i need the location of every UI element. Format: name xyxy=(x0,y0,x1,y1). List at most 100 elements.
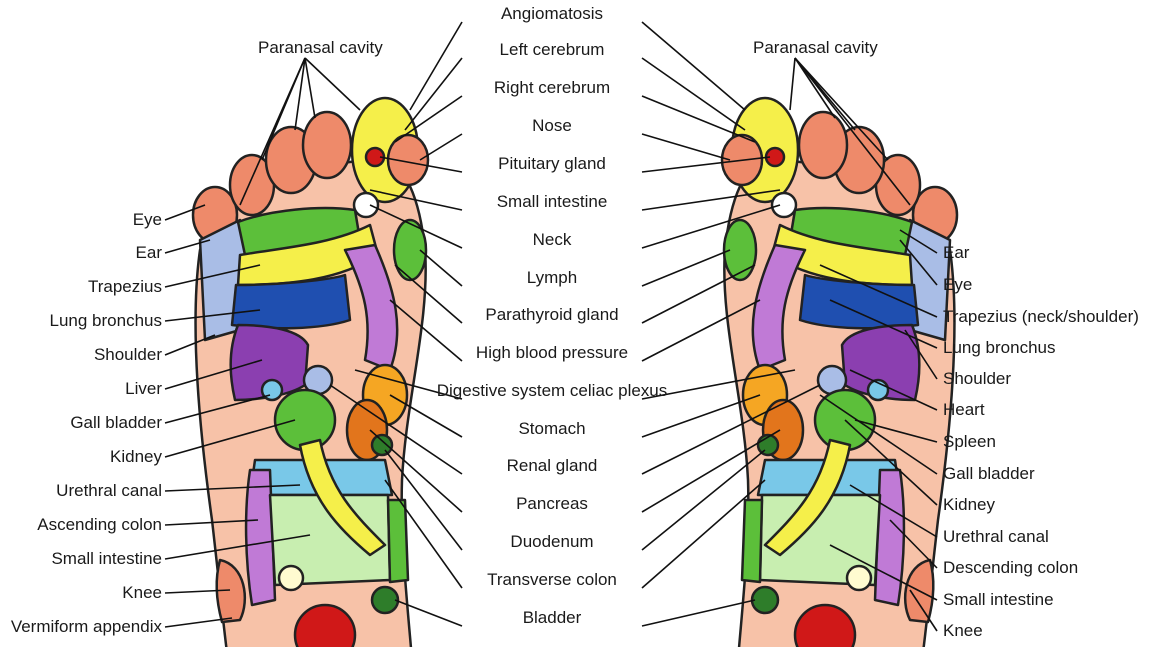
center-left-leader-0 xyxy=(409,21,463,111)
center-right-leader-6 xyxy=(641,204,781,249)
left-leader-4 xyxy=(164,334,216,356)
right-ascending-colon xyxy=(873,468,906,607)
left-foot xyxy=(191,96,430,647)
center-right-leader-13 xyxy=(641,429,781,513)
center-label-transverse-colon: Transverse colon xyxy=(487,570,617,589)
left-bladder-zone xyxy=(293,603,357,647)
left-duodenum xyxy=(370,433,394,457)
paranasal-left-line-3 xyxy=(304,57,316,119)
right-label-knee: Knee xyxy=(943,621,983,640)
right-label-kidney: Kidney xyxy=(943,495,995,514)
left-kidney-zone xyxy=(273,388,337,452)
center-label-parathyroid-gland: Parathyroid gland xyxy=(485,305,619,324)
center-right-leader-11 xyxy=(641,394,761,438)
paranasal-left-line-2 xyxy=(294,57,306,131)
right-leader-4 xyxy=(904,329,938,380)
center-label-renal-gland: Renal gland xyxy=(506,456,598,475)
right-label-urethral-canal: Urethral canal xyxy=(943,527,1049,546)
center-label-bladder: Bladder xyxy=(522,608,582,627)
center-label-high-blood-pressure: High blood pressure xyxy=(475,343,629,362)
paranasal-right-line-1 xyxy=(794,57,889,161)
right-leader-0 xyxy=(899,229,938,254)
left-leader-7 xyxy=(164,419,296,458)
center-left-leader-13 xyxy=(369,429,463,513)
center-left-leader-16 xyxy=(394,599,463,627)
right-leader-9 xyxy=(849,484,938,538)
right-leader-1 xyxy=(899,239,938,286)
right-bladder-zone xyxy=(793,603,857,647)
left-label-knee: Knee xyxy=(122,583,162,602)
center-label-digestive-celiac-plexus: Digestive system celiac plexus xyxy=(436,381,668,400)
right-label-eye: Eye xyxy=(943,275,973,294)
left-bladder-dark xyxy=(370,585,400,615)
center-right-leader-15 xyxy=(641,479,766,589)
center-label-left-cerebrum: Left cerebrum xyxy=(499,40,605,59)
right-leader-11 xyxy=(829,544,938,601)
center-right-leader-9 xyxy=(641,299,761,362)
left-label-ear: Ear xyxy=(135,243,162,262)
right-label-descending-colon: Descending colon xyxy=(943,558,1079,577)
left-leader-5 xyxy=(164,359,263,390)
center-left-leader-8 xyxy=(394,264,463,324)
left-colon-green xyxy=(386,498,410,584)
center-left-leader-9 xyxy=(389,299,463,362)
right-label-shoulder: Shoulder xyxy=(943,369,1012,388)
center-left-leader-11 xyxy=(389,394,463,438)
paranasal-cavity-label-left: Paranasal cavity xyxy=(258,38,383,57)
center-left-leader-2 xyxy=(394,95,463,143)
right-colon-green xyxy=(740,498,764,584)
right-leader-10 xyxy=(889,519,938,569)
left-leader-12 xyxy=(164,617,233,628)
center-left-leader-3 xyxy=(419,133,463,161)
right-label-ear: Ear xyxy=(943,243,970,262)
left-label-small-intestine: Small intestine xyxy=(51,549,162,568)
center-right-leader-5 xyxy=(641,189,781,211)
center-right-leader-7 xyxy=(641,249,731,287)
center-left-leader-5 xyxy=(369,189,463,211)
center-left-leader-14 xyxy=(384,449,463,551)
left-leader-8 xyxy=(164,484,301,492)
right-label-spleen: Spleen xyxy=(943,432,996,451)
left-label-eye: Eye xyxy=(132,210,162,229)
center-left-leader-4 xyxy=(379,156,463,173)
left-nose-zone xyxy=(386,133,430,187)
center-left-leader-6 xyxy=(369,204,463,249)
center-right-leader-1 xyxy=(641,57,746,131)
left-label-trapezius: Trapezius xyxy=(87,277,162,296)
center-left-leader-12 xyxy=(329,384,463,475)
left-neck-dot xyxy=(352,191,380,219)
right-label-heart: Heart xyxy=(943,400,985,419)
center-label-stomach: Stomach xyxy=(518,419,586,438)
left-ascending-colon xyxy=(244,468,277,607)
right-neck-dot xyxy=(770,191,798,219)
left-leader-0 xyxy=(164,204,206,221)
paranasal-right-line-0 xyxy=(794,57,911,206)
center-right-leader-8 xyxy=(641,264,756,324)
center-left-leader-1 xyxy=(404,57,463,131)
center-label-lymph: Lymph xyxy=(526,268,578,287)
right-leader-5 xyxy=(849,369,938,411)
left-lymph-node xyxy=(392,218,428,282)
right-leader-7 xyxy=(819,394,938,475)
center-right-leader-10 xyxy=(641,369,796,400)
left-leader-2 xyxy=(164,264,261,288)
center-label-small-intestine: Small intestine xyxy=(496,192,608,211)
left-label-vermiform-appendix: Vermiform appendix xyxy=(10,617,162,636)
left-label-ascending-colon: Ascending colon xyxy=(37,515,162,534)
left-label-liver: Liver xyxy=(125,379,162,398)
left-appendix-dot xyxy=(277,564,305,592)
center-right-leader-16 xyxy=(641,599,756,627)
right-toe-2 xyxy=(797,110,849,180)
left-knee-zone xyxy=(215,558,247,624)
right-label-small-intestine: Small intestine xyxy=(943,590,1054,609)
paranasal-cavity-label-right: Paranasal cavity xyxy=(753,38,878,57)
left-toe-2 xyxy=(301,110,353,180)
left-label-urethral-canal: Urethral canal xyxy=(56,481,162,500)
center-label-nose: Nose xyxy=(532,116,572,135)
left-label-kidney: Kidney xyxy=(110,447,162,466)
left-label-lung-bronchus: Lung bronchus xyxy=(49,311,162,330)
paranasal-right-line-4 xyxy=(789,57,796,111)
left-leader-1 xyxy=(164,239,211,254)
center-right-leader-12 xyxy=(641,384,821,475)
